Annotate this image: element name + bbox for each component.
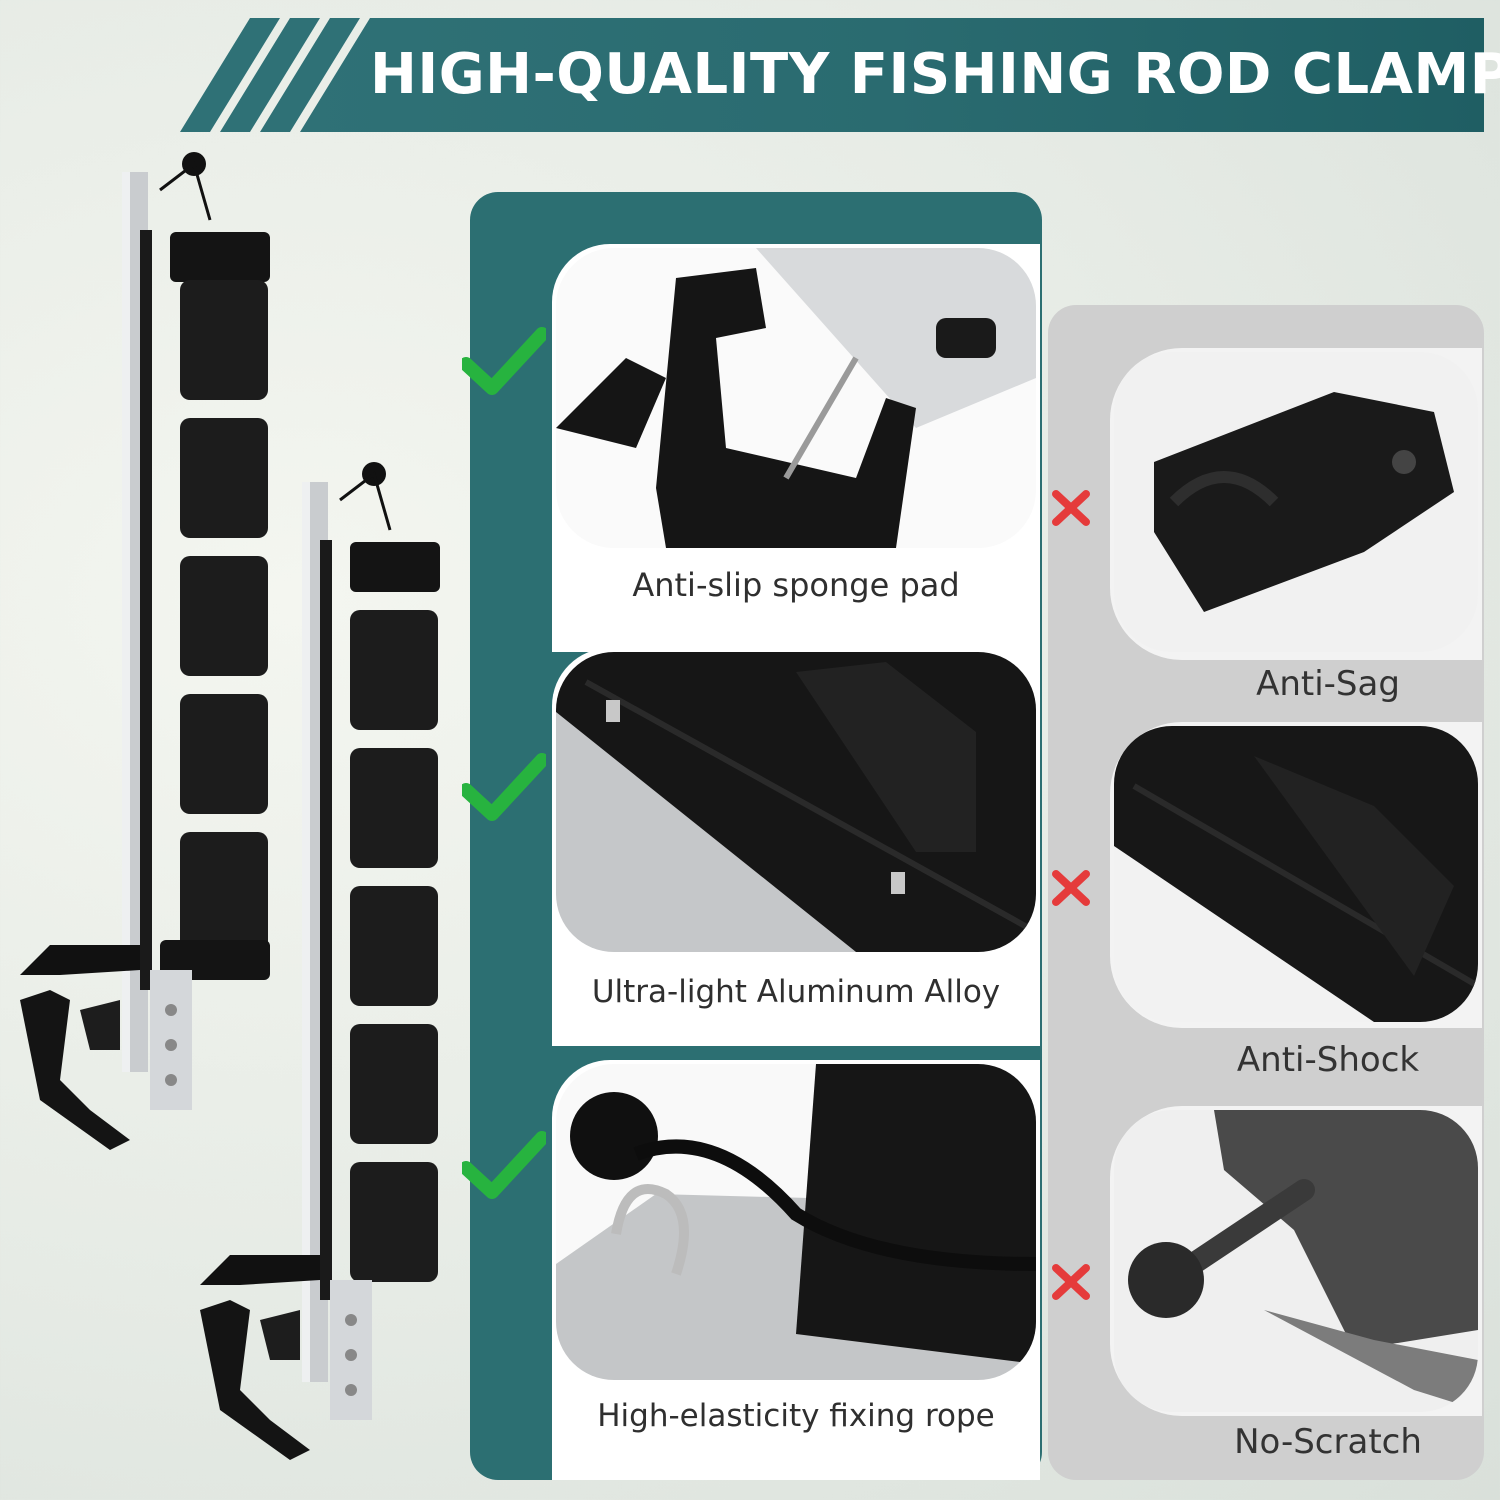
comparison-label-sag: Anti-Sag — [1256, 664, 1400, 704]
sponge-pad-photo — [556, 248, 1036, 548]
title-banner — [300, 18, 1484, 132]
aluminum-alloy-photo — [556, 652, 1036, 952]
cross-icon — [1052, 490, 1090, 526]
feature-label-aluminum: Ultra-light Aluminum Alloy — [591, 974, 1001, 1010]
cross-icon — [1052, 1264, 1090, 1300]
check-icon — [462, 753, 546, 821]
shock-photo — [1114, 726, 1478, 1022]
scratch-photo — [1114, 1110, 1478, 1412]
check-icon — [462, 1131, 546, 1199]
comparison-label-scratch: No-Scratch — [1234, 1422, 1422, 1462]
page-title: HIGH-QUALITY FISHING ROD CLAMP — [370, 42, 1500, 107]
cross-icon — [1052, 870, 1090, 906]
check-icon — [462, 327, 546, 395]
rod-rack-product-front — [200, 462, 440, 1460]
sag-photo — [1114, 352, 1478, 652]
feature-label-sponge-pad: Anti-slip sponge pad — [632, 566, 960, 604]
fixing-rope-photo — [556, 1064, 1036, 1380]
banner-stripes — [180, 18, 360, 132]
comparison-label-shock: Anti-Shock — [1236, 1040, 1420, 1080]
rod-rack-product-back — [20, 152, 270, 1150]
feature-label-rope: High-elasticity fixing rope — [597, 1398, 995, 1434]
